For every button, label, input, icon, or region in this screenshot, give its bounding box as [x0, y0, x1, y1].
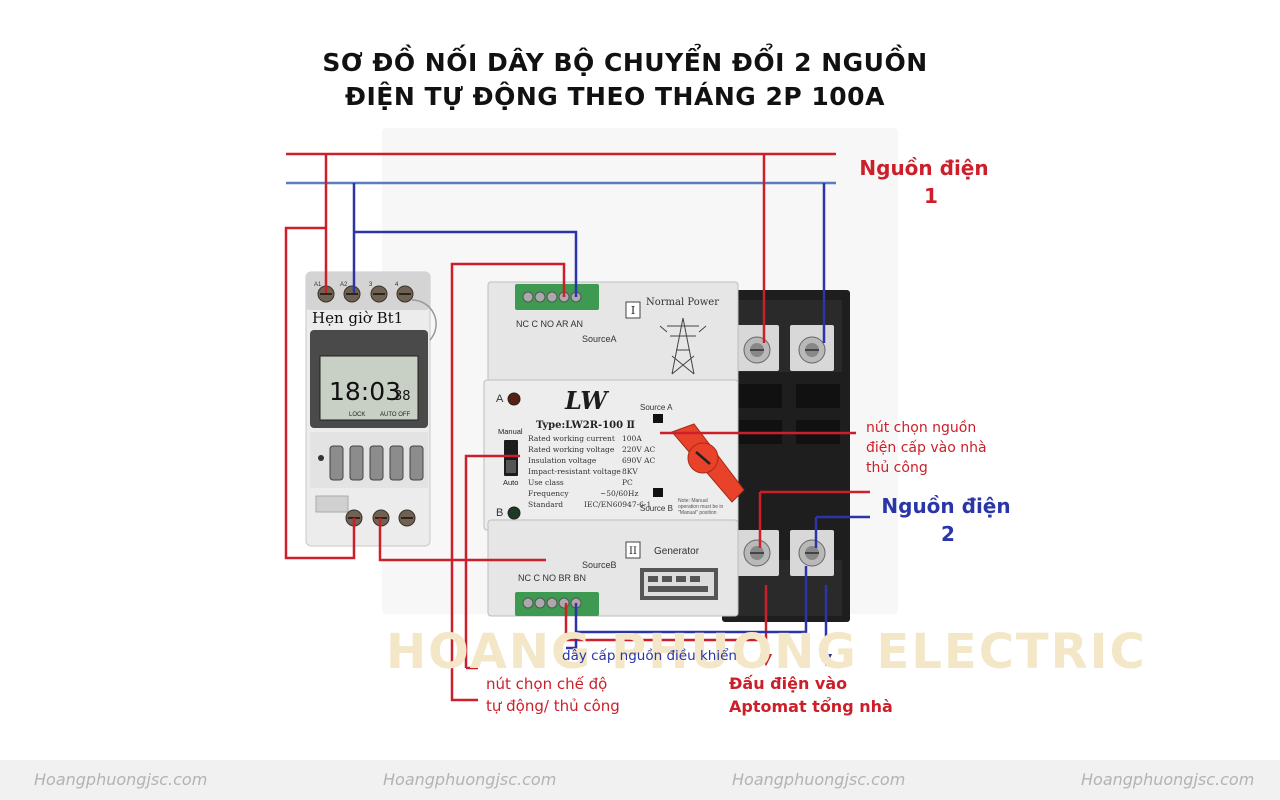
select-knob-label: nút chọn nguồn điện cấp vào nhà thủ công	[866, 420, 987, 476]
timer-button[interactable]	[409, 445, 424, 481]
svg-text:Rated working voltage: Rated working voltage	[528, 445, 615, 454]
ats-terminal-top: NC C NO AR AN	[516, 319, 583, 329]
svg-text:Use class: Use class	[528, 478, 564, 487]
svg-text:~50/60Hz: ~50/60Hz	[600, 489, 638, 498]
svg-text:Rated working current: Rated working current	[528, 434, 615, 443]
ats-led-a-label: A	[496, 393, 504, 405]
svg-text:IEC/EN60947-6-1: IEC/EN60947-6-1	[584, 500, 651, 509]
svg-text:Frequency: Frequency	[528, 489, 569, 498]
wiring-svg: A1 A2 3 4 Hẹn giờ Bt1 Es 18:03 38 LOCK A…	[284, 152, 870, 702]
spec-table: Rated working current 100A Rated working …	[528, 434, 656, 509]
power-pylon-icon	[659, 317, 707, 375]
ats-note: Note: Manual operation must be in "Manua…	[678, 498, 724, 516]
mode-switch-label: nút chọn chế độ tự động/ thủ công	[486, 675, 620, 715]
led-b-indicator	[507, 506, 521, 520]
ats-auto-label: Auto	[503, 478, 518, 487]
svg-text:Insulation voltage: Insulation voltage	[528, 456, 597, 465]
timer-button[interactable]	[369, 445, 384, 481]
watermark-text: Hoangphuongjsc.com	[732, 770, 906, 789]
ats-type: Type:LW2R-100 Ⅱ	[536, 420, 635, 431]
watermark-text: Hoangphuongjsc.com	[383, 770, 557, 789]
timer-lock: LOCK	[349, 412, 365, 418]
timer-device: A1 A2 3 4 Hẹn giờ Bt1 Es 18:03 38 LOCK A…	[305, 271, 437, 547]
ats-roman-1: I	[631, 304, 635, 317]
output-label: Đấu điện vào Aptomat tổng nhà	[729, 674, 893, 716]
generator-icon	[640, 568, 718, 600]
timer-terminal-label: 4	[395, 282, 399, 288]
red-wires	[284, 154, 870, 702]
svg-text:100A: 100A	[622, 434, 642, 443]
diagram-title-line-1: SƠ ĐỒ NỐI DÂY BỘ CHUYỂN ĐỔI 2 NGUỒN	[322, 48, 928, 77]
timer-button[interactable]	[329, 445, 344, 481]
footer-strip	[0, 760, 1280, 800]
ats-roman-2: II	[629, 546, 637, 557]
ats-source-b-label: SourceB	[582, 560, 617, 570]
timer-auto-off: AUTO OFF	[380, 412, 411, 418]
timer-terminal-label: A1	[314, 282, 322, 288]
led-a-indicator	[507, 392, 521, 406]
timer-button[interactable]	[349, 445, 364, 481]
svg-text:Standard: Standard	[528, 500, 563, 509]
ats-source-a-label: SourceA	[582, 334, 617, 344]
ats-led-b-label: B	[496, 507, 503, 519]
faint-brand-watermark: HOANG PHUONG ELECTRIC	[386, 624, 1147, 680]
timer-button[interactable]	[389, 445, 404, 481]
ats-normal-power: Normal Power	[646, 297, 719, 308]
timer-terminal-label: 3	[369, 282, 373, 288]
svg-text:690V AC: 690V AC	[622, 456, 656, 465]
control-wire-label: dây cấp nguồn điều khiển	[562, 648, 737, 664]
source-select-knob[interactable]	[671, 423, 745, 503]
svg-text:220V AC: 220V AC	[622, 445, 656, 454]
timer-seconds: 38	[394, 389, 411, 404]
timer-terminal-label: A2	[340, 282, 348, 288]
lw-logo: LW	[564, 386, 609, 415]
source-1-label: Nguồn điện 1	[859, 156, 989, 208]
ats-generator: Generator	[654, 546, 700, 557]
watermark-text: Hoangphuongjsc.com	[1081, 770, 1255, 789]
knob-source-a-label: Source A	[640, 403, 673, 412]
watermark-text: Hoangphuongjsc.com	[34, 770, 208, 789]
ats-manual-label: Manual	[498, 427, 523, 436]
timer-display: 18:03	[329, 377, 401, 406]
timer-name: Hẹn giờ Bt1	[312, 309, 403, 327]
source-1-bus	[286, 152, 836, 185]
diagram-title-line-2: ĐIỆN TỰ ĐỘNG THEO THÁNG 2P 100A	[345, 82, 885, 111]
knob-source-b-label: Source B	[640, 504, 673, 513]
svg-text:8KV: 8KV	[622, 467, 638, 476]
blue-wires	[352, 183, 870, 667]
ats-terminal-bottom: NC C NO BR BN	[518, 573, 586, 583]
svg-text:PC: PC	[622, 478, 633, 487]
svg-text:Impact-resistant voltage: Impact-resistant voltage	[528, 467, 621, 476]
ats-device: NC C NO AR AN SourceA I Normal Power A B…	[483, 281, 850, 622]
source-2-label: Nguồn điện 2	[881, 494, 1011, 546]
